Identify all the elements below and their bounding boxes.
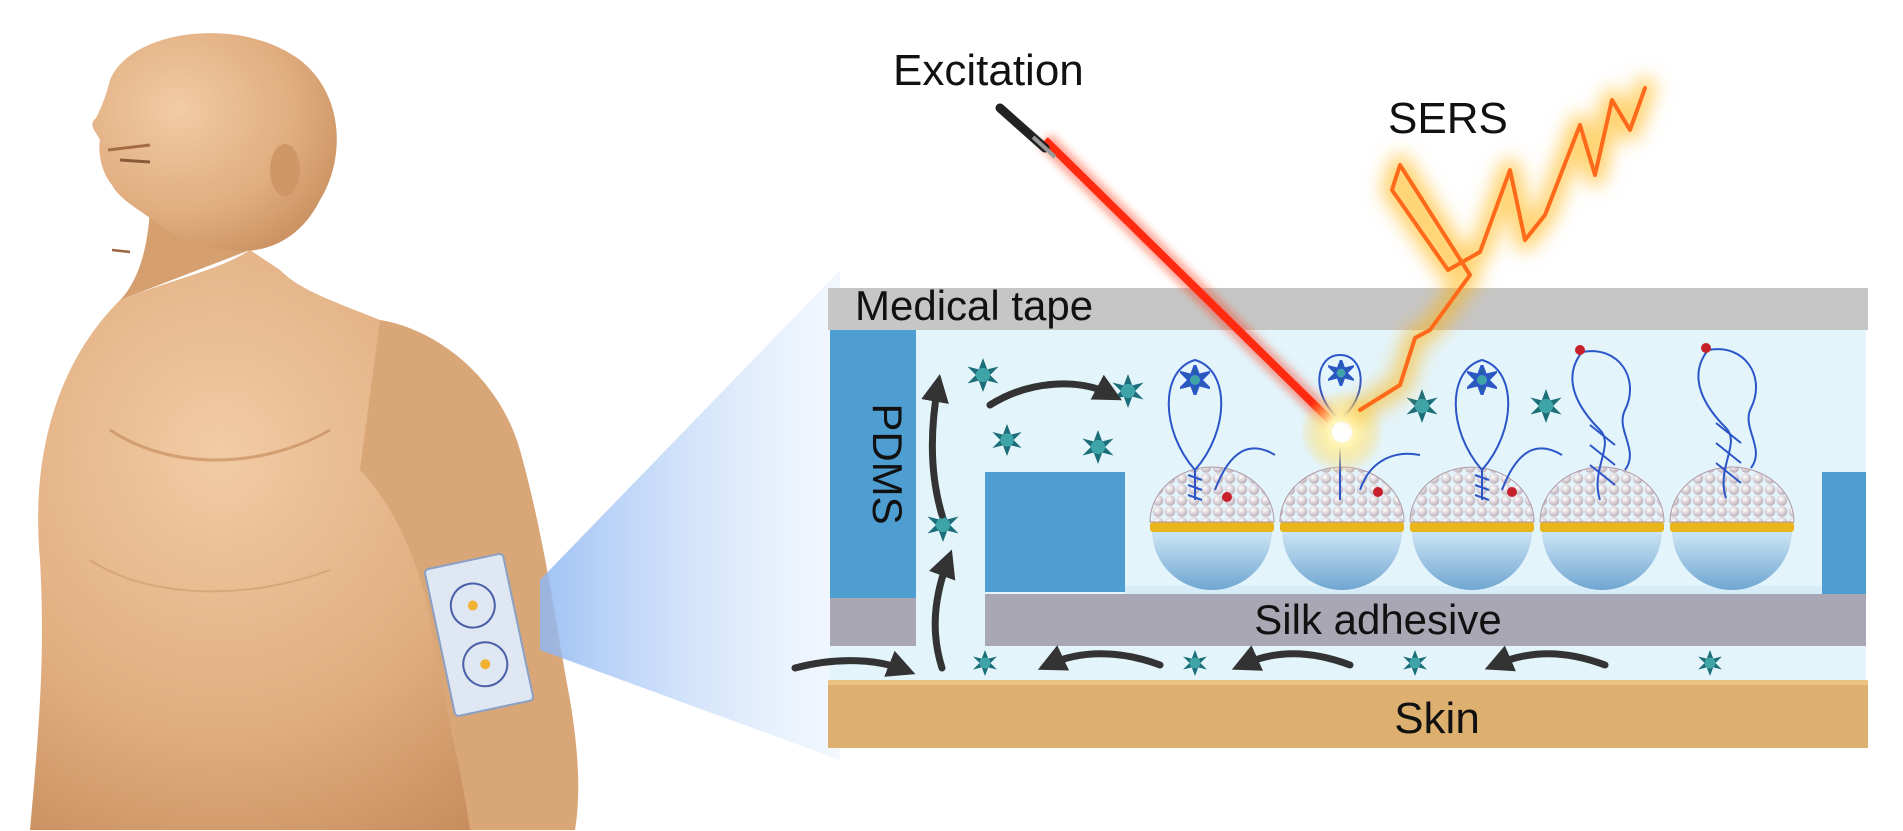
patch-sensor-2-icon xyxy=(462,641,509,688)
nanosphere-array xyxy=(1149,466,1795,590)
flow-arrows xyxy=(791,373,1609,677)
magnification-cone xyxy=(540,270,840,760)
pdms-label: PDMS xyxy=(864,403,911,524)
flow-arrow-return-1 xyxy=(1037,645,1164,671)
sers-hotspot-core xyxy=(1332,422,1352,442)
nanosphere-4 xyxy=(1539,466,1665,590)
device-cross-section xyxy=(791,288,1868,748)
nanosphere-2 xyxy=(1279,466,1405,590)
aptamer-probes xyxy=(1167,343,1757,502)
aptamer-probe-5 xyxy=(1697,343,1757,499)
excitation-label: Excitation xyxy=(893,46,1084,95)
pdms-wall xyxy=(830,330,916,598)
silk-adhesive-label: Silk adhesive xyxy=(1254,596,1501,643)
aptamer-probe-4 xyxy=(1571,345,1631,501)
left-silk-block xyxy=(830,598,916,646)
pdms-pillar xyxy=(985,472,1125,592)
skin-label: Skin xyxy=(1394,694,1480,743)
sers-signal xyxy=(1349,77,1656,421)
flow-arrow-across xyxy=(986,374,1122,409)
aptamer-probe-1 xyxy=(1167,358,1276,502)
medical-tape-layer xyxy=(828,288,1868,330)
human-torso-illustration xyxy=(30,33,579,830)
flow-arrow-inlet xyxy=(791,650,916,677)
flow-arrow-return-3 xyxy=(1484,645,1609,672)
nanosphere-3 xyxy=(1409,466,1535,590)
aptamer-probe-3 xyxy=(1454,358,1563,501)
nanosphere-5 xyxy=(1669,466,1795,590)
medical-tape-label: Medical tape xyxy=(855,282,1093,329)
silk-adhesive-layer xyxy=(985,594,1866,646)
patch-sensor-1-icon xyxy=(449,582,496,629)
excitation-laser xyxy=(995,103,1349,439)
pdms-right-wall xyxy=(1822,472,1866,598)
fiber-probe-icon xyxy=(995,103,1057,159)
flow-arrow-return-2 xyxy=(1231,645,1354,671)
flow-arrow-up-1 xyxy=(929,549,956,672)
skin-layer xyxy=(828,680,1868,748)
sers-label: SERS xyxy=(1388,94,1508,143)
flow-arrow-up-2 xyxy=(921,373,949,519)
nanosphere-1 xyxy=(1149,466,1275,590)
wearable-patch xyxy=(424,552,535,717)
